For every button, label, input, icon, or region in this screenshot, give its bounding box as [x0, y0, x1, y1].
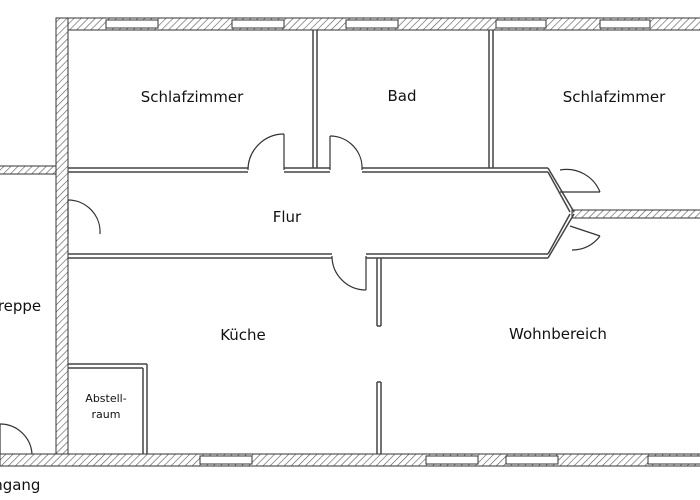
room-label-abstellraum-line1: Abstell- — [85, 392, 126, 405]
door-schlafzimmer-left — [247, 133, 285, 171]
window — [231, 19, 285, 29]
windows-bottom — [199, 455, 700, 465]
window — [647, 455, 700, 465]
wall-bottom — [0, 453, 700, 467]
door-flur-end-upper — [559, 168, 601, 193]
window — [345, 19, 399, 29]
windows-top — [105, 19, 651, 29]
room-label-eingang: Eingang — [0, 476, 40, 494]
door-eingang — [0, 423, 33, 455]
window — [425, 455, 479, 465]
room-label-treppe: Treppe — [0, 297, 41, 315]
interior-walls — [68, 30, 575, 454]
door-flur-end-lower — [569, 225, 601, 251]
room-label-schlafzimmer-left: Schlafzimmer — [141, 88, 244, 106]
window — [495, 19, 547, 29]
wall-stair-top — [0, 165, 57, 175]
door-bad — [329, 135, 363, 171]
door-flur-treppe — [67, 199, 101, 235]
window — [105, 19, 159, 29]
room-label-abstellraum-line2: raum — [92, 408, 121, 421]
room-label-bad: Bad — [387, 87, 416, 105]
window — [599, 19, 651, 29]
wall-right-stub — [571, 209, 700, 219]
wall-left — [55, 17, 69, 467]
window — [505, 455, 559, 465]
doors — [0, 133, 601, 455]
room-label-wohnbereich: Wohnbereich — [509, 325, 607, 343]
room-label-schlafzimmer-right: Schlafzimmer — [563, 88, 666, 106]
door-kueche — [331, 255, 367, 291]
room-label-kueche: Küche — [220, 326, 266, 344]
room-label-flur: Flur — [273, 208, 302, 226]
window — [199, 455, 253, 465]
